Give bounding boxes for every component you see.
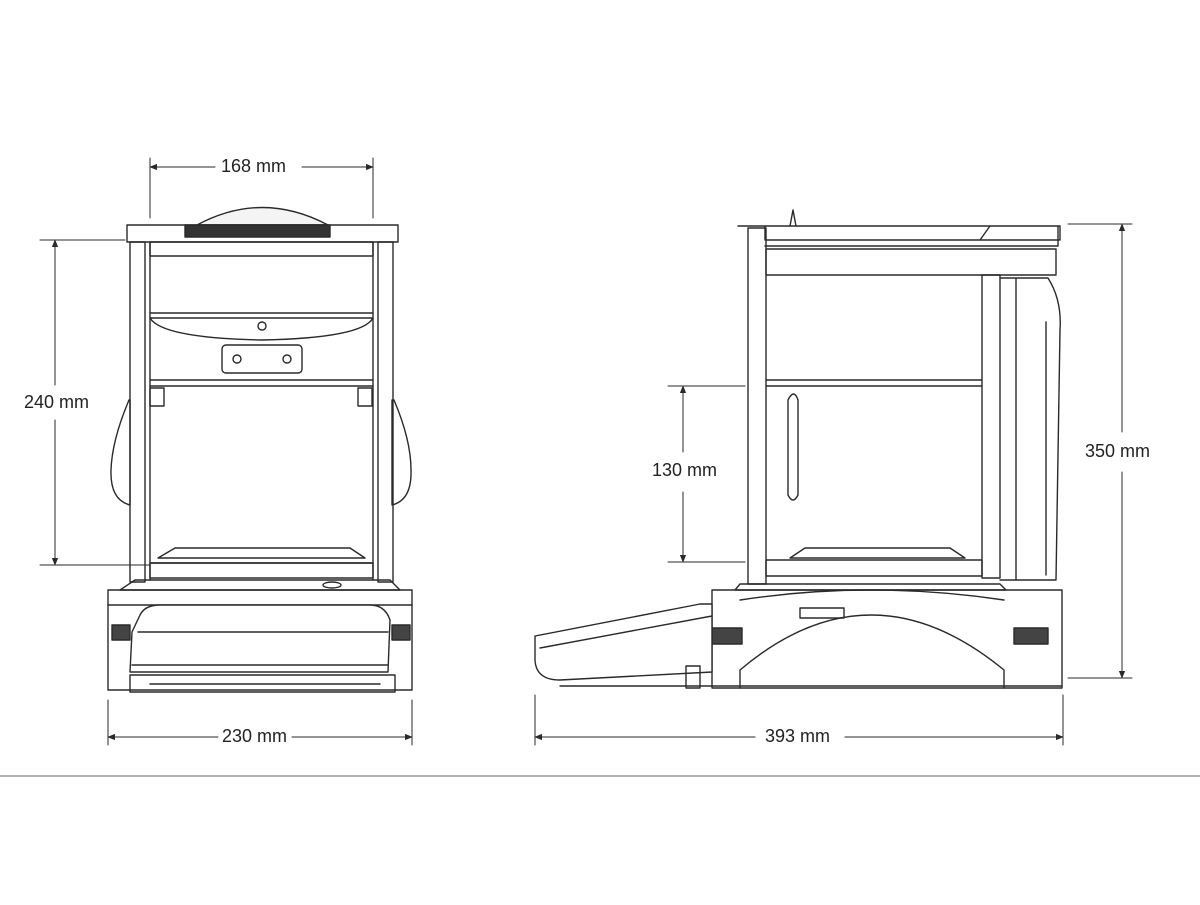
dim-label-front-height: 240 mm: [22, 392, 92, 413]
side-view: [534, 209, 1063, 689]
dimension-lines: [39, 157, 1133, 746]
dim-label-front-top-width: 168 mm: [219, 156, 289, 177]
front-right-handle: [391, 399, 412, 506]
front-display: [129, 604, 391, 673]
front-view: [107, 206, 413, 693]
side-display: [534, 603, 713, 681]
front-top-dome: [196, 206, 329, 226]
side-base: [711, 589, 1063, 689]
side-right-housing: [981, 274, 1001, 579]
front-control-plate: [221, 344, 303, 374]
front-left-handle: [110, 399, 131, 506]
dim-label-side-inner-height: 130 mm: [650, 460, 720, 481]
side-top-cover: [737, 225, 1061, 247]
dim-label-side-total-height: 350 mm: [1083, 441, 1153, 462]
dim-label-front-base-width: 230 mm: [220, 726, 290, 747]
dim-label-side-total-depth: 393 mm: [763, 726, 833, 747]
